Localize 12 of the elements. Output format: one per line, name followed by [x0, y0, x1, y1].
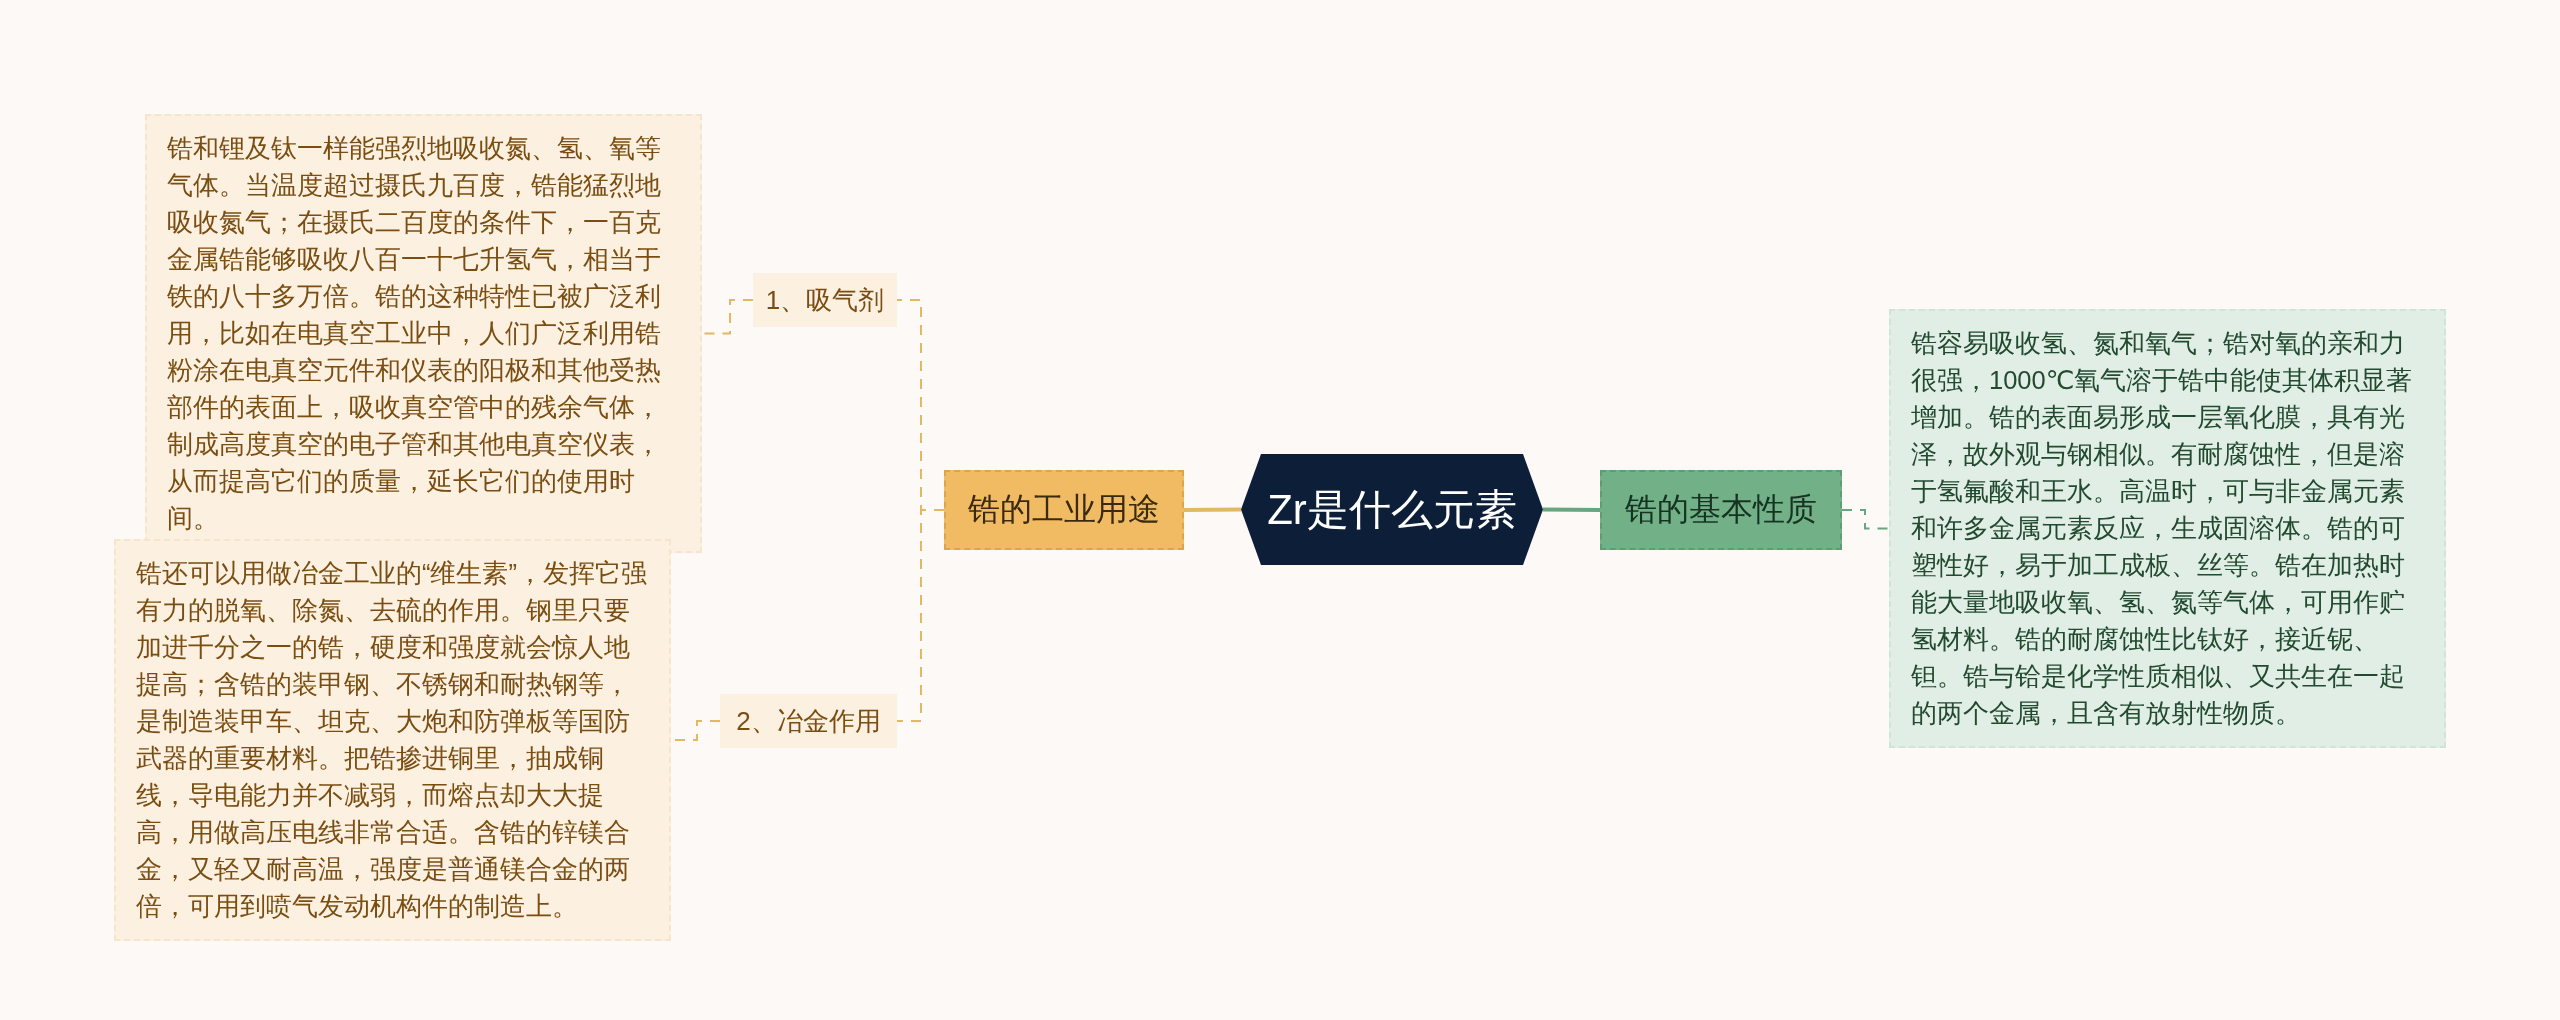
subtopic-box: 1、吸气剂 [753, 273, 897, 327]
topic-box: 锆的工业用途 [944, 470, 1184, 550]
text-box: 锆还可以用做冶金工业的“维生素”，发挥它强有力的脱氧、除氮、去硫的作用。钢里只要加进千分之一的锆，硬度和强度就会惊人地提高；含锆的装甲钢、不锈钢和耐热钢等，是制造装甲车、坦克、大炮和防弹板等国防武器的重要材料。把锆掺进铜里，抽成铜线，导电能力并不减弱，而熔点却大大提高，用做高压电线非常合适。含锆的锌镁合金，又轻又耐高温，强度是普通镁合金的两倍，可用到喷气发动机构件的制造上。 [114, 539, 671, 941]
connector-line [896, 509, 945, 722]
connector-line [1184, 507, 1242, 512]
topic-box: 锆的基本性质 [1600, 470, 1842, 550]
subtopic-box: 2、冶金作用 [720, 694, 897, 748]
text-box: 锆和锂及钛一样能强烈地吸收氮、氢、氧等气体。当温度超过摄氏九百度，锆能猛烈地吸收氮气；在摄氏二百度的条件下，一百克金属锆能够吸收八百一十七升氢气，相当于铁的八十多万倍。锆的这种特性已被广泛利用，比如在电真空工业中，人们广泛利用锆粉涂在电真空元件和仪表的阳极和其他受热部件的表面上，吸收真空管中的残余气体，制成高度真空的电子管和其他电真空仪表，从而提高它们的质量，延长它们的使用时间。 [145, 114, 702, 553]
connector-line [1841, 509, 1890, 530]
connector-line [1542, 507, 1600, 512]
central-topic-hexagon: Zr是什么元素 [1241, 454, 1543, 565]
text-box: 锆容易吸收氢、氮和氧气；锆对氧的亲和力很强，1000℃氧气溶于锆中能使其体积显著增加。锆的表面易形成一层氧化膜，具有光泽，故外观与钢相似。有耐腐蚀性，但是溶于氢氟酸和王水。高温时，可与非金属元素和许多金属元素反应，生成固溶体。锆的可塑性好，易于加工成板、丝等。锆在加热时能大量地吸收氧、氢、氮等气体，可用作贮氢材料。锆的耐腐蚀性比钛好，接近铌、钽。锆与铪是化学性质相似、又共生在一起的两个金属，且含有放射性物质。 [1889, 309, 2446, 748]
